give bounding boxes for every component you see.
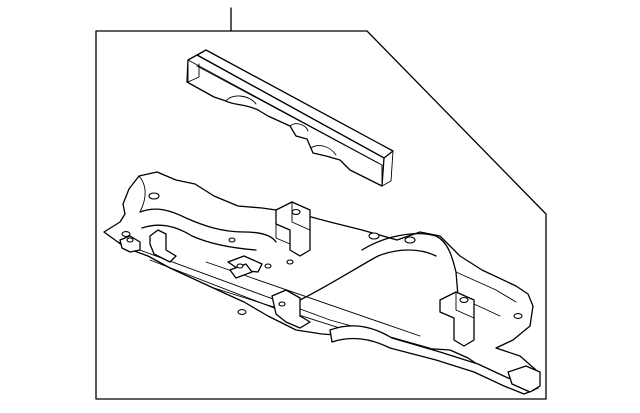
- reinforcement-bracket: [186, 49, 394, 187]
- under-cover-plate: [103, 171, 541, 395]
- frame-border: [95, 30, 547, 400]
